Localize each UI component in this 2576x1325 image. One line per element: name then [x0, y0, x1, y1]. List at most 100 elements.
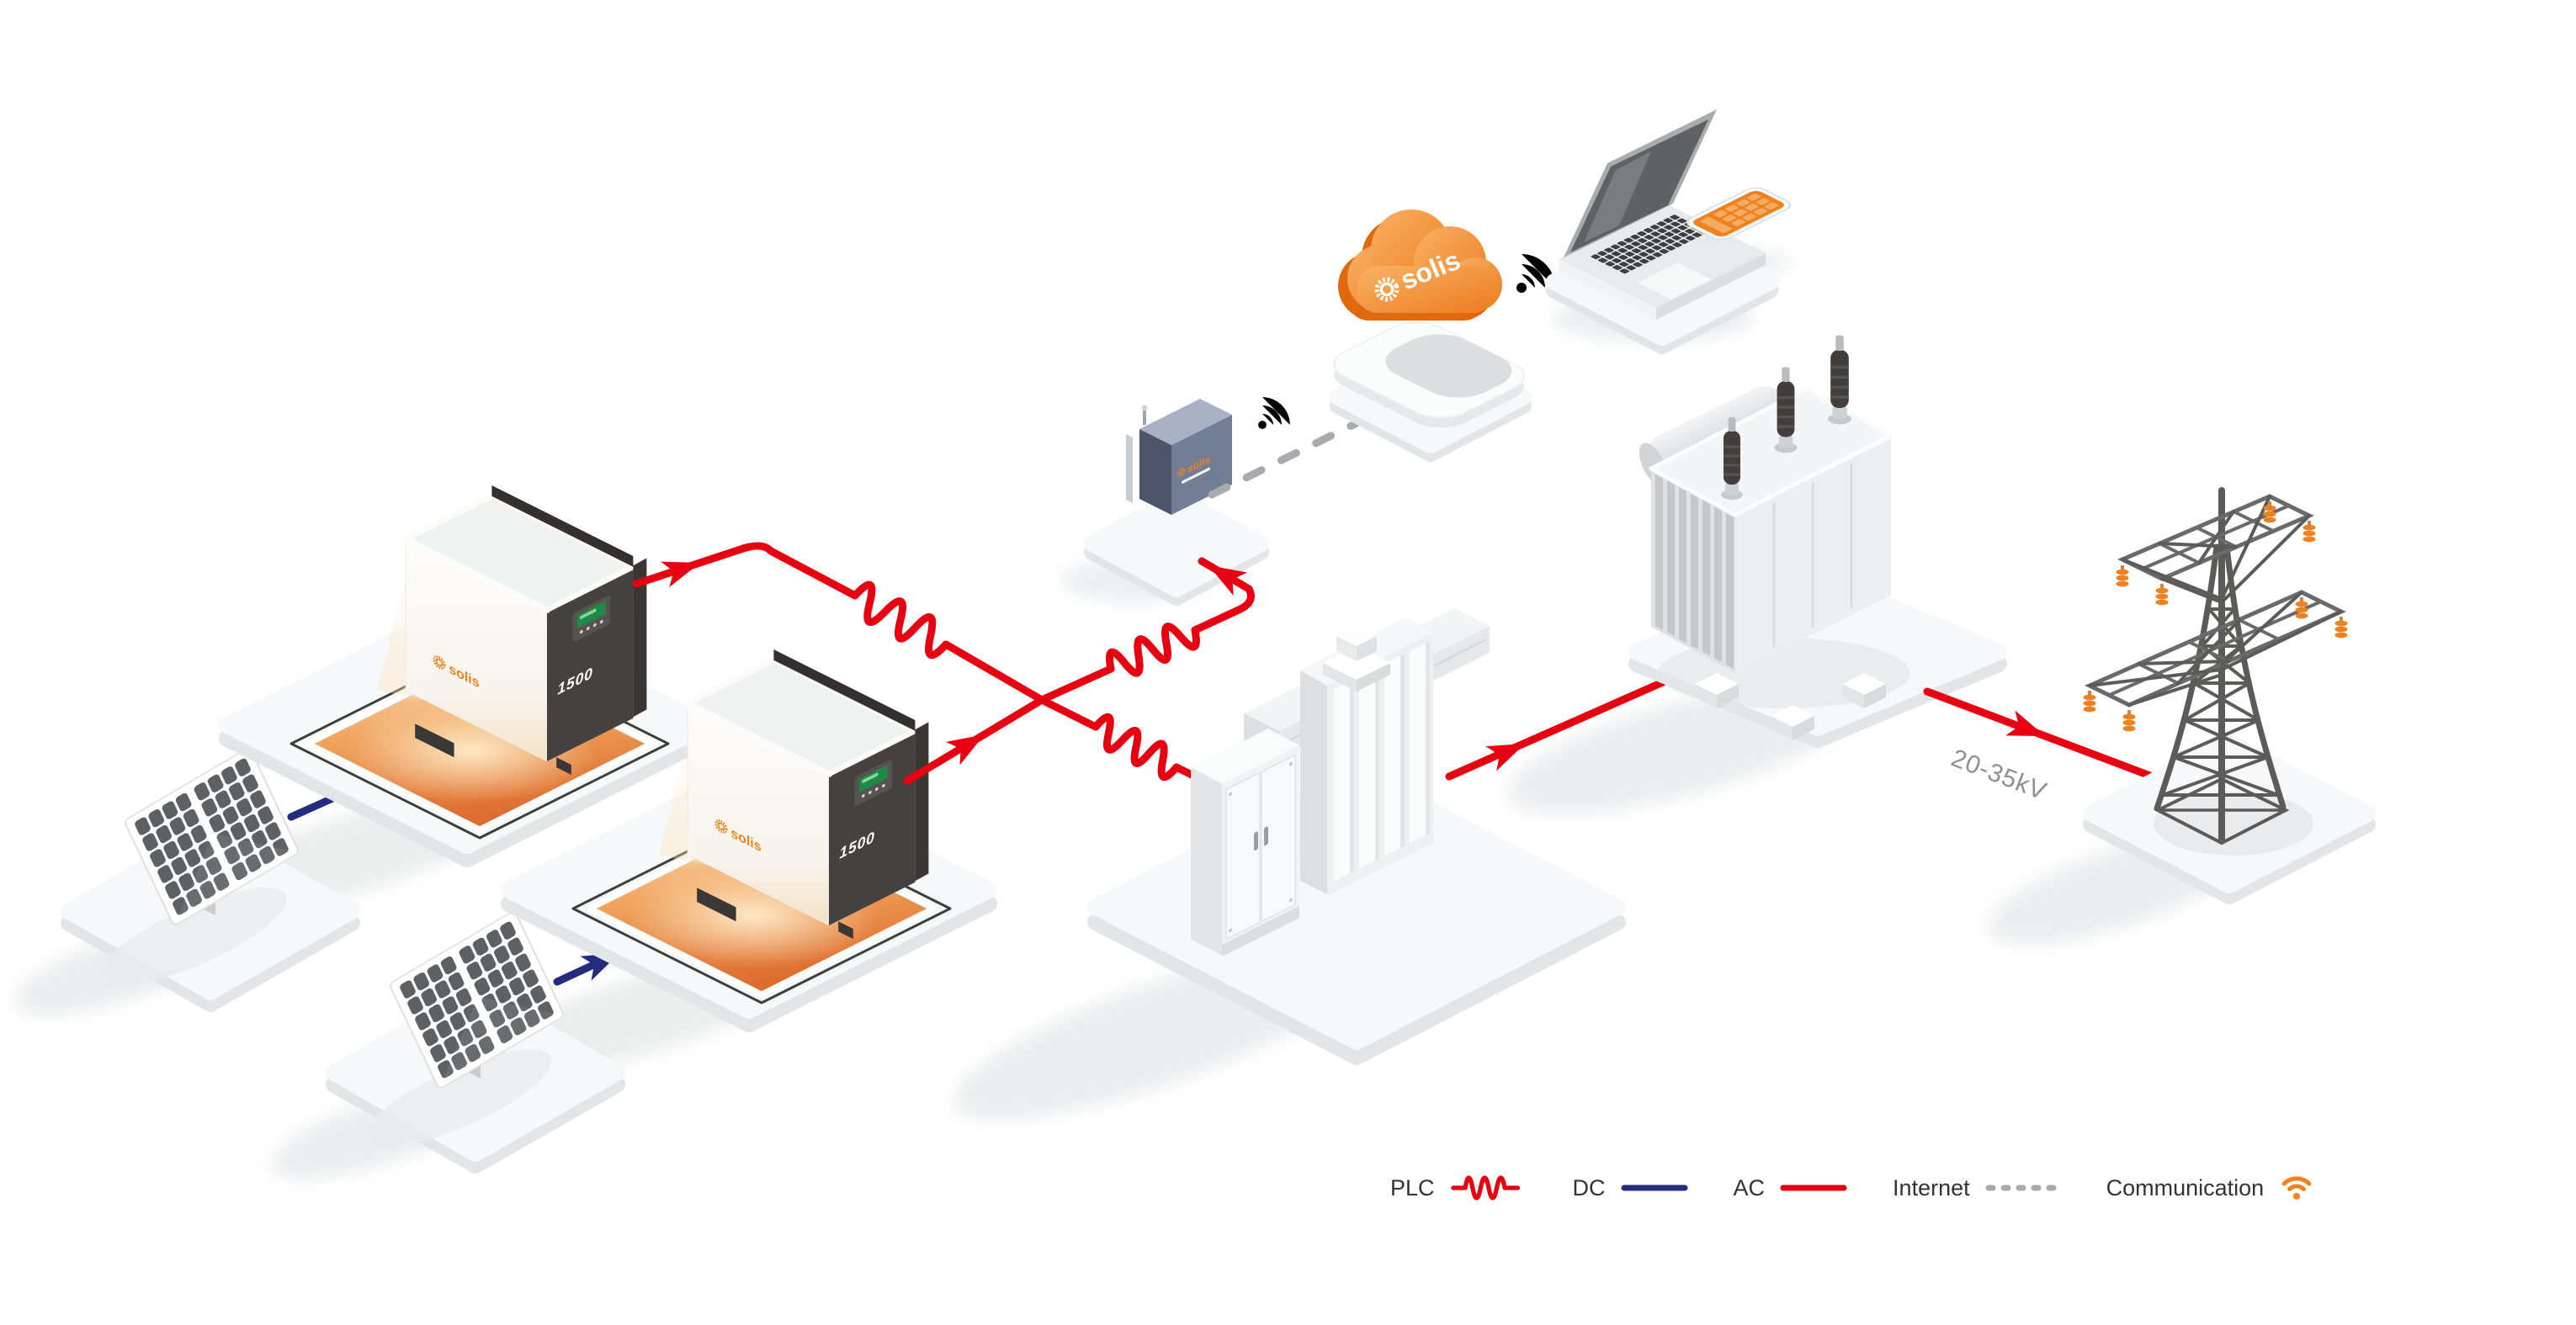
grid-cell — [413, 972, 430, 991]
grid-cell — [231, 861, 248, 881]
data-logger: solis — [1126, 399, 1232, 515]
grid-cell — [1731, 219, 1745, 226]
grid-cell — [470, 1020, 487, 1038]
grid-cell — [1677, 225, 1688, 231]
grid-cell — [175, 792, 192, 812]
grid-cell — [251, 829, 268, 849]
grid-cell — [1665, 238, 1676, 244]
grid-cell — [455, 988, 472, 1007]
grid-cell — [436, 1020, 453, 1038]
inverter-station-1: solis 1500 — [219, 485, 715, 867]
grid-cell — [501, 962, 518, 980]
legend-label-dc: DC — [1572, 1174, 1606, 1200]
solar-cells-2 — [400, 921, 554, 1079]
grid-cell — [434, 980, 451, 999]
grid-cell — [493, 946, 510, 964]
grid-cell — [250, 790, 266, 808]
grid-cell — [235, 758, 251, 776]
transformer-bushings — [1721, 335, 1852, 500]
grid-cell — [163, 840, 180, 860]
grid-cell — [178, 872, 195, 891]
grid-cell — [135, 817, 151, 835]
grid-cell — [449, 1012, 466, 1031]
ac-line-swatch — [1780, 1185, 1847, 1191]
grid-cell — [516, 993, 533, 1012]
grid-cell — [1638, 245, 1649, 251]
cabinet-doors — [1222, 745, 1299, 957]
grid-cell — [1659, 248, 1670, 254]
grid-cell — [1644, 235, 1654, 240]
ac-line-station-transformer — [1445, 677, 1669, 781]
grid-cell — [1645, 255, 1656, 261]
grid-cell — [1765, 202, 1779, 209]
insulator — [2116, 565, 2129, 587]
grid-cell — [1604, 247, 1614, 253]
inverter-display-2 — [854, 760, 893, 806]
legend-item-communication: Communication — [2106, 1171, 2315, 1205]
grid-cell — [1610, 244, 1621, 250]
grid-cell — [515, 953, 531, 972]
grid-cell — [438, 1060, 454, 1079]
grid-cell — [486, 930, 502, 948]
tower-arm-upper — [2117, 494, 2314, 604]
internet-link — [1208, 411, 1376, 499]
solar-panel-1 — [124, 748, 300, 925]
inverter-unit-2: solis 1500 — [683, 649, 929, 939]
grid-cell — [428, 1004, 445, 1023]
grid-cell — [209, 814, 226, 833]
plc-squiggle-1 — [847, 581, 954, 660]
grid-cell — [1650, 231, 1661, 237]
ac-arrow-3 — [1485, 731, 1531, 771]
inverter-display-1 — [572, 596, 611, 642]
grid-cell — [1643, 227, 1654, 233]
insulator — [2155, 584, 2169, 606]
grid-cell — [230, 822, 247, 840]
grid-cell — [1742, 214, 1756, 221]
grid-cell — [422, 1028, 438, 1047]
grid-cell — [427, 964, 443, 983]
laptop-trackpad — [1638, 262, 1712, 299]
grid-cell — [1597, 257, 1608, 263]
cabinet-door-left — [1225, 771, 1261, 941]
grid-cell — [443, 1036, 460, 1054]
grid-cell — [1623, 237, 1634, 243]
wifi-icon-logger — [1246, 391, 1296, 442]
grid-cell — [190, 824, 207, 844]
grid-cell — [228, 782, 245, 801]
grid-cell — [465, 1044, 481, 1063]
grid-cell — [1633, 262, 1643, 268]
inverter-unit-1: solis 1500 — [401, 485, 647, 775]
solar-array-1 — [61, 748, 360, 1012]
grid-cell — [207, 774, 224, 792]
grid-cell — [510, 1017, 527, 1036]
grid-cell — [407, 996, 423, 1015]
grid-cell — [1652, 252, 1663, 257]
door-handle-left — [1254, 831, 1258, 851]
grid-cell — [440, 956, 457, 975]
machine-vent — [1323, 626, 1390, 692]
grid-cell — [1617, 241, 1628, 246]
tower-structure — [2083, 487, 2348, 845]
legend-label-internet: Internet — [1893, 1174, 1970, 1200]
grid-cell — [1651, 238, 1661, 244]
insulator — [2295, 597, 2308, 619]
grid-cell — [184, 849, 201, 867]
grid-cell — [194, 782, 210, 801]
grid-cell — [216, 829, 233, 849]
grid-cell — [243, 814, 260, 833]
grid-cell — [1631, 241, 1641, 246]
grid-cell — [500, 921, 516, 940]
smartphone — [1686, 187, 1792, 241]
station-platform — [1087, 764, 1626, 1065]
grid-cell — [173, 897, 189, 915]
grid-cell — [1670, 215, 1680, 220]
grid-cell — [171, 856, 188, 875]
grid-cell — [508, 977, 525, 996]
ac-line-inverter1 — [632, 542, 859, 600]
inverter-station-2: solis 1500 — [501, 649, 997, 1032]
grid-cell — [156, 824, 173, 844]
grid-cell — [205, 856, 222, 875]
grid-cell — [1670, 228, 1681, 234]
transmission-tower — [2083, 487, 2376, 904]
cabinet-door-right — [1261, 754, 1296, 923]
